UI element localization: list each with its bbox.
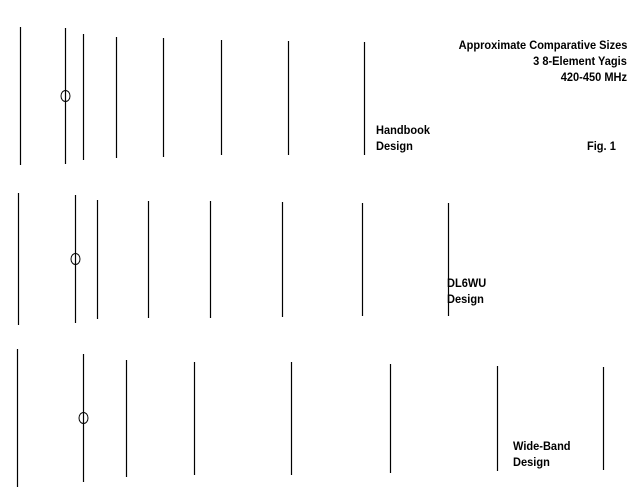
handbook-design-label: Design (376, 139, 413, 153)
feedpoint-icon (78, 412, 89, 424)
title-line-1: Approximate Comparative Sizes (458, 38, 627, 52)
title-line-2: 3 8-Element Yagis (533, 54, 627, 68)
wideband-design-label: Design (513, 455, 550, 469)
title-line-3: 420-450 MHz (560, 70, 627, 84)
feedpoint-icon (70, 253, 81, 265)
dl6wu-label: DL6WU (447, 276, 487, 290)
dl6wu-design-label: Design (447, 292, 484, 306)
feedpoint-icon (60, 90, 71, 102)
handbook-yagi (19, 27, 366, 165)
wide-band-yagi (16, 349, 605, 487)
figure-label: Fig. 1 (587, 139, 616, 153)
dl6wu-yagi (17, 193, 450, 325)
handbook-label: Handbook (376, 123, 430, 137)
wideband-label: Wide-Band (513, 439, 571, 453)
